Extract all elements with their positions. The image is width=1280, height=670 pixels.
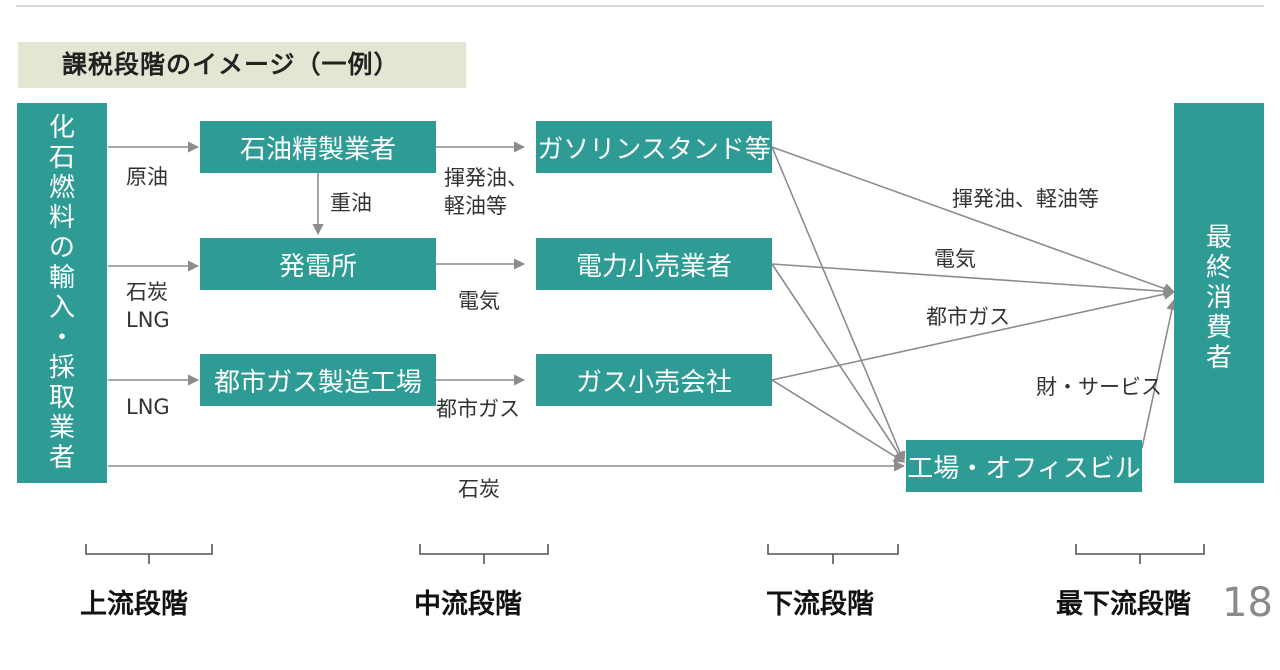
gas-retailer-box: ガス小売会社 (536, 354, 772, 406)
bracket-most-downstream (1075, 544, 1205, 564)
label-gasoline-right: 揮発油、軽油等 (952, 187, 1099, 211)
title-band (18, 42, 466, 88)
label-lng-gas: LNG (126, 395, 170, 419)
fossil-fuel-importer-box: 化石燃料の輸入・採取業者 (17, 103, 107, 483)
vertical-char: 石 (48, 143, 75, 173)
vertical-char: 取 (48, 383, 75, 413)
electricity-retailer-box: 電力小売業者 (536, 238, 772, 290)
gas-plant-box: 都市ガス製造工場 (200, 354, 436, 406)
top-divider-line (16, 0, 1264, 7)
fossil-fuel-importer-label: 化石燃料の輸入・採取業者 (49, 113, 75, 473)
label-gasoline-line1: 揮発油、 (444, 166, 528, 190)
bracket-midstream (419, 544, 549, 564)
stage-upstream: 上流段階 (80, 589, 188, 620)
vertical-char: 採 (48, 353, 75, 383)
vertical-char: 入 (48, 293, 75, 323)
vertical-char: 化 (48, 113, 75, 143)
vertical-char: 業 (48, 413, 75, 443)
vertical-char: 費 (1205, 313, 1232, 343)
power-plant-box: 発電所 (200, 238, 436, 290)
arrow-station-factory (771, 146, 906, 464)
factory-office-box: 工場・オフィスビル (906, 440, 1142, 492)
arrow-gas-factory (771, 379, 905, 463)
label-lng-left: LNG (126, 308, 170, 332)
label-city-gas-right: 都市ガス (926, 305, 1010, 329)
vertical-char: 輸 (48, 263, 75, 293)
gas-station-box: ガソリンスタンド等 (536, 121, 772, 173)
label-goods-services: 財・サービス (1036, 375, 1162, 399)
vertical-char: 消 (1205, 283, 1232, 313)
label-heavy-oil: 重油 (330, 191, 372, 215)
arrow-station-consumer (771, 146, 1176, 294)
stage-midstream: 中流段階 (414, 589, 522, 620)
vertical-char: 料 (48, 203, 75, 233)
vertical-char: の (48, 233, 75, 263)
final-consumer-label: 最終消費者 (1206, 223, 1232, 373)
arrow-electricity-factory (771, 263, 905, 463)
label-coal-left: 石炭 (126, 280, 168, 304)
vertical-char: ・ (48, 323, 75, 353)
vertical-char: 者 (48, 443, 75, 473)
arrow-factory-consumer (1141, 298, 1178, 449)
bracket-upstream (85, 544, 213, 564)
vertical-char: 者 (1205, 343, 1232, 373)
label-electricity-mid: 電気 (458, 289, 500, 313)
stage-most-downstream: 最下流段階 (1056, 589, 1191, 620)
vertical-char: 最 (1205, 223, 1232, 253)
final-consumer-box: 最終消費者 (1174, 103, 1264, 483)
vertical-char: 終 (1205, 253, 1232, 283)
label-city-gas-mid: 都市ガス (436, 397, 520, 421)
diagram-title: 課税段階のイメージ（一例） (62, 50, 400, 79)
refinery-box: 石油精製業者 (200, 121, 436, 173)
stage-downstream: 下流段階 (766, 589, 874, 620)
page-number: 18 (1222, 580, 1273, 626)
bracket-downstream (767, 544, 899, 564)
arrow-electricity-consumer (771, 263, 1176, 297)
label-electricity-right: 電気 (934, 247, 976, 271)
label-gasoline-line2: 軽油等 (444, 194, 507, 218)
label-coal-bottom: 石炭 (458, 477, 500, 501)
vertical-char: 燃 (48, 173, 75, 203)
label-crude-oil: 原油 (126, 165, 168, 189)
